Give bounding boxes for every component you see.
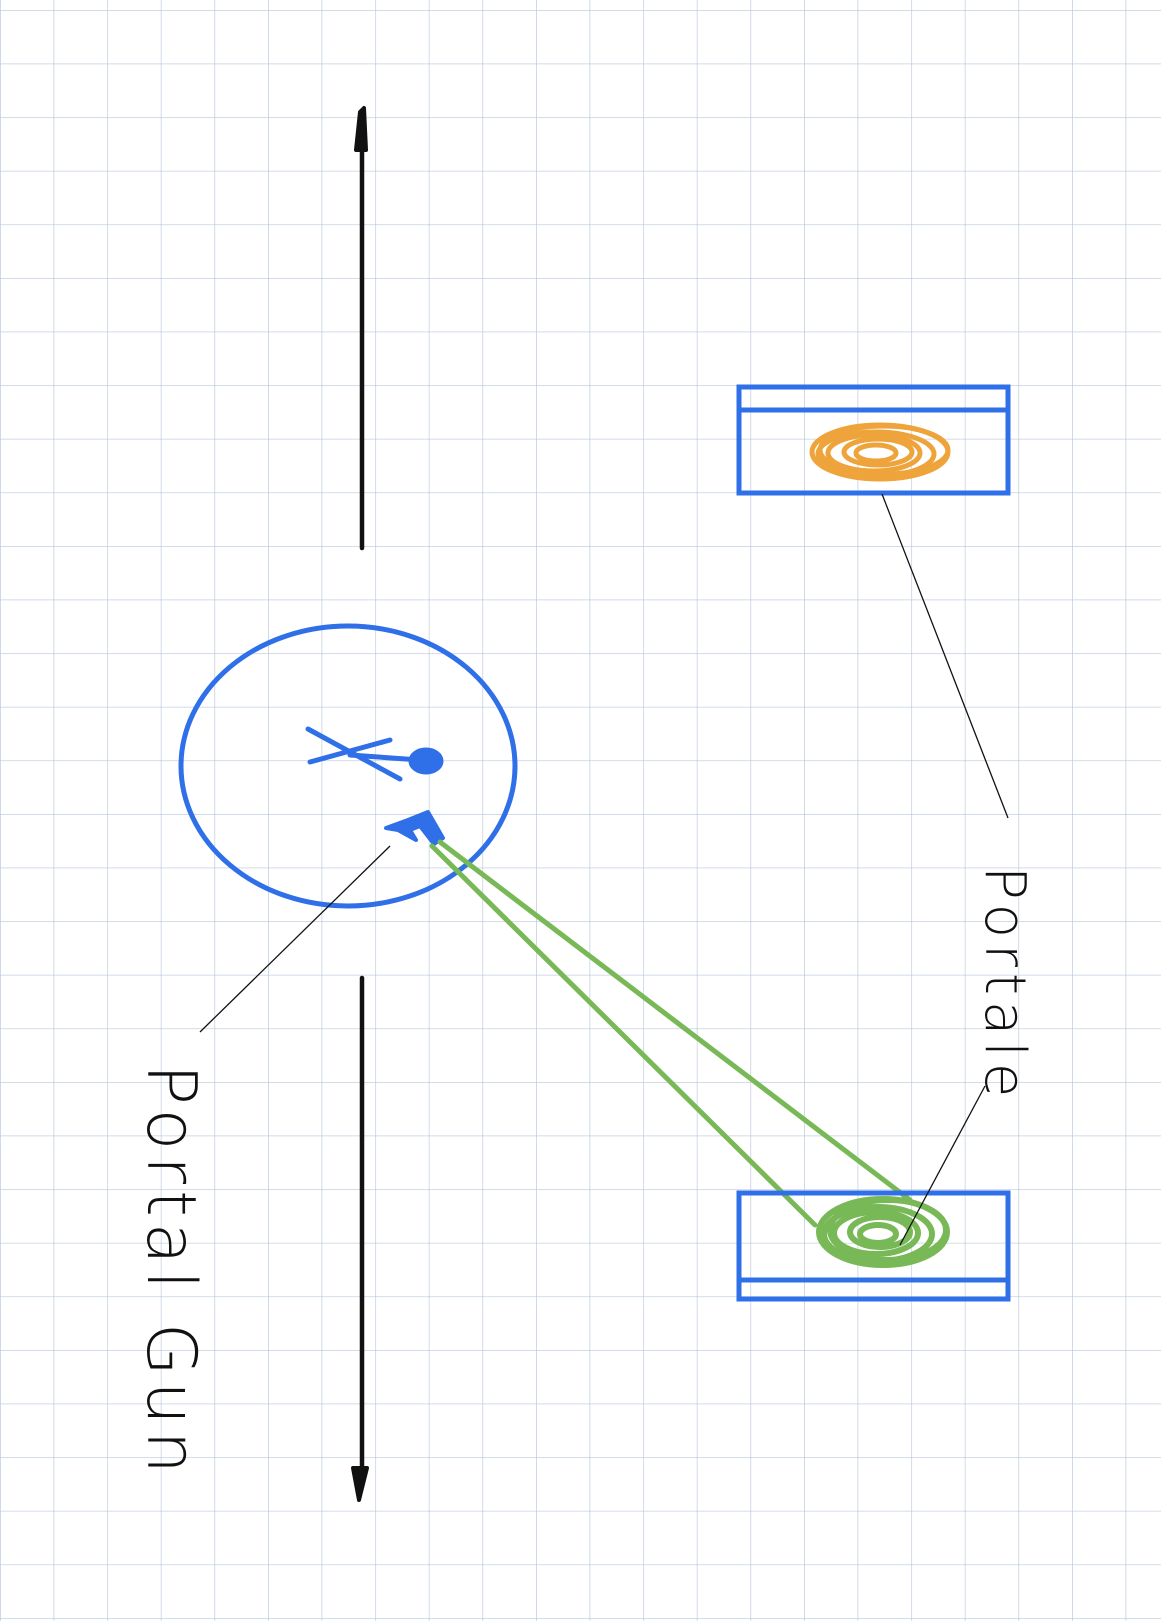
leader-line-portal-bottom: [899, 1085, 986, 1246]
portal-frame-bottom: [736, 1190, 1011, 1302]
axis-line-bottom: [351, 975, 369, 1502]
leader-line-portal-top: [881, 493, 1009, 819]
player-zone: [178, 623, 518, 909]
player-circle: [178, 623, 518, 909]
leader-lines: [199, 493, 1009, 1246]
orange-portal-icon: [809, 422, 951, 482]
arrow-down-icon: [351, 1466, 369, 1502]
green-portal-icon: [816, 1196, 950, 1268]
stick-figure-icon: [305, 726, 444, 782]
portal-beam: [429, 839, 913, 1228]
portal-frame-top: [736, 384, 1011, 496]
portal-gun-icon: [384, 810, 445, 846]
label-portal-gun: Portal Gun: [131, 1064, 210, 1480]
leader-line-portal-gun: [199, 845, 391, 1033]
arrow-up-icon: [354, 106, 368, 152]
label-portals: Portale: [972, 866, 1037, 1103]
axis-line-top: [354, 106, 368, 551]
